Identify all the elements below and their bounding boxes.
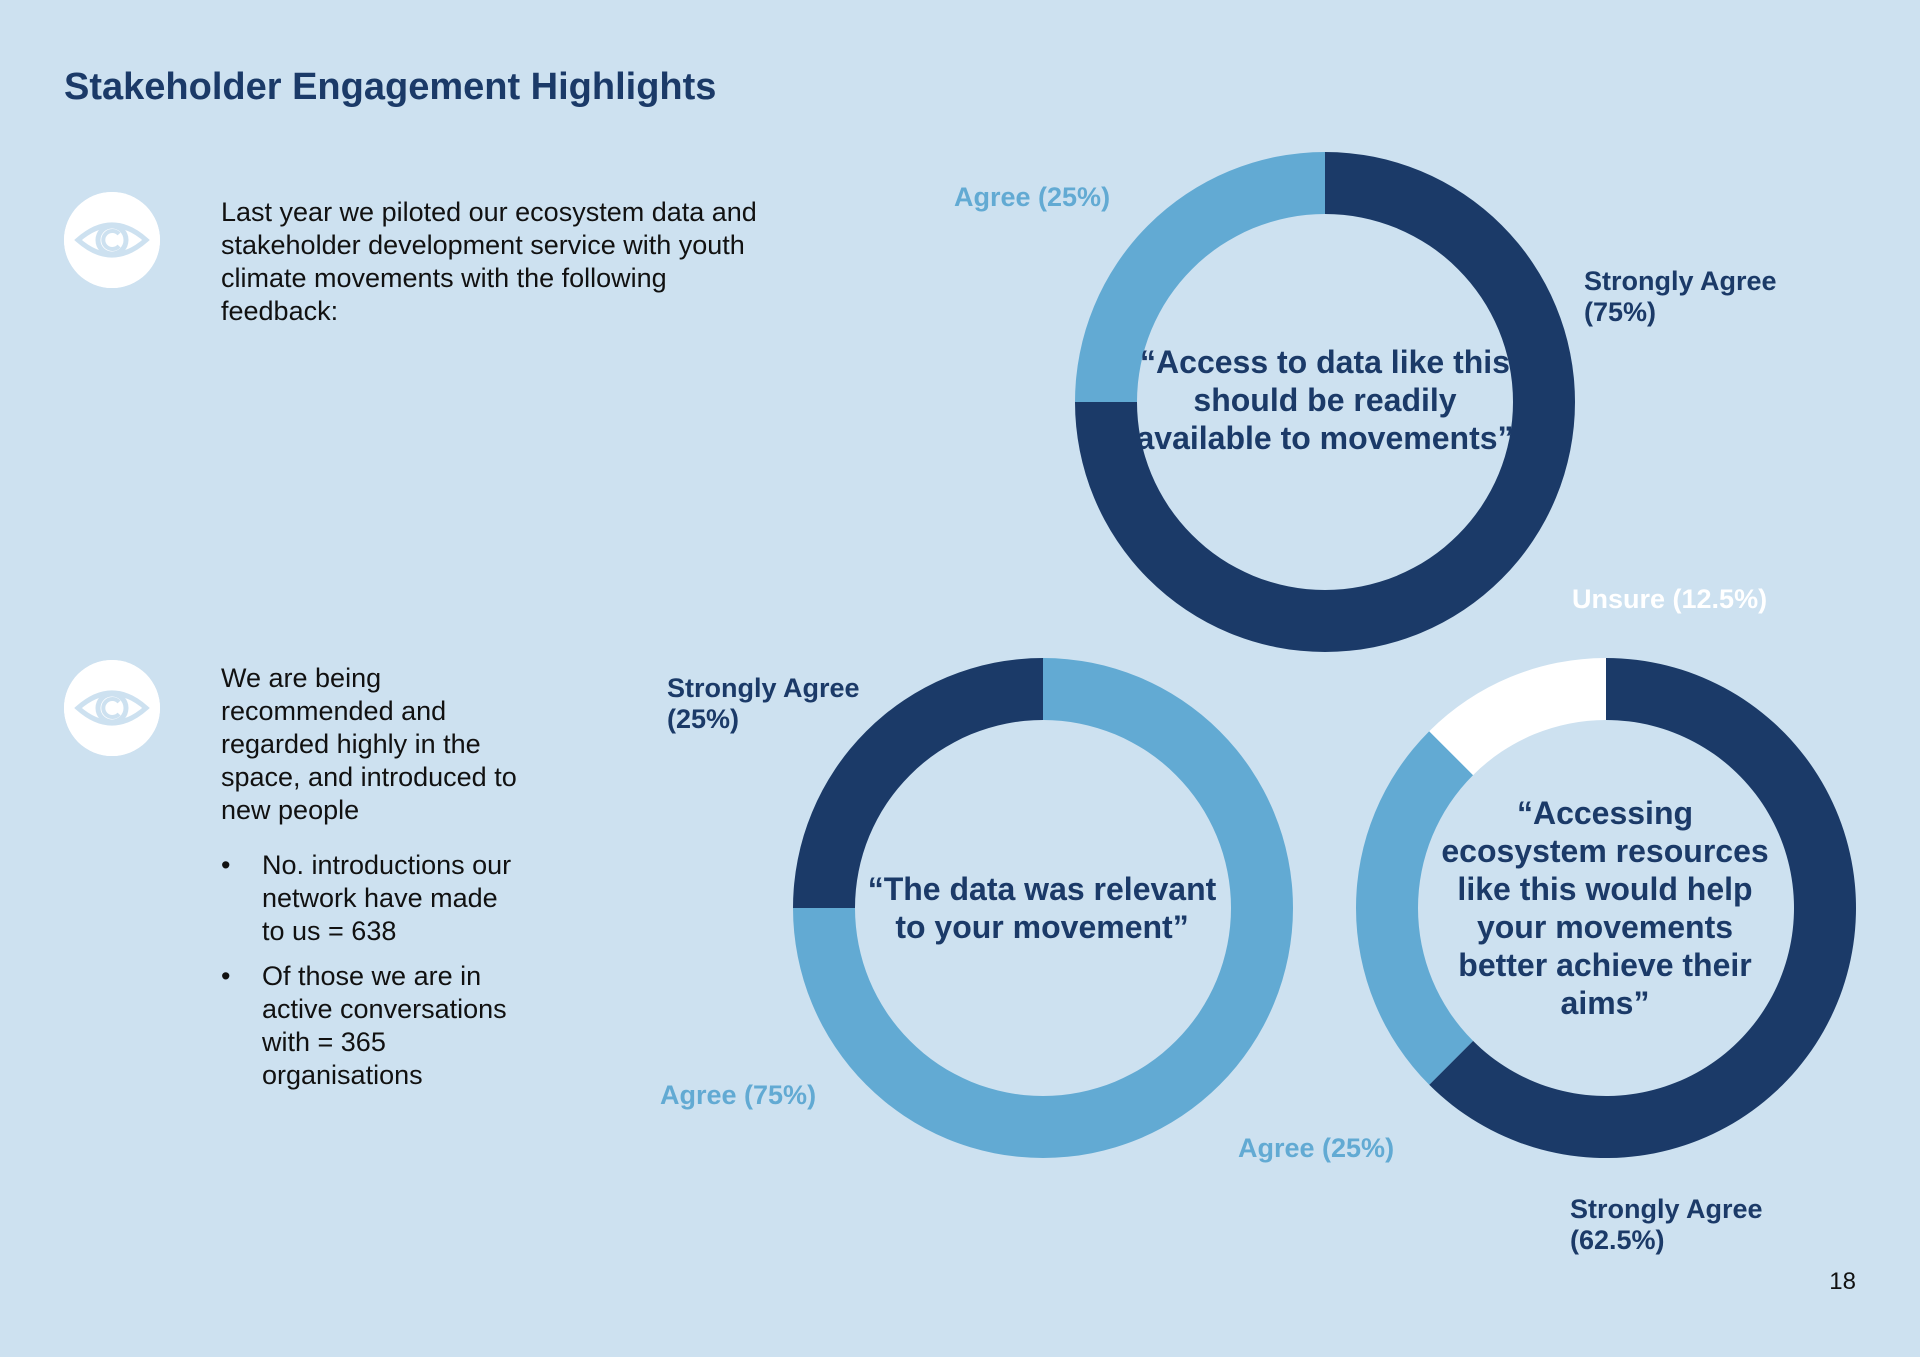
donut-slice bbox=[1355, 731, 1474, 1085]
chart-3-label-unsure: Unsure (12.5%) bbox=[1572, 584, 1768, 614]
recommend-text: We are being recommended and regarded hi… bbox=[221, 663, 517, 825]
intro-text-block: Last year we piloted our ecosystem data … bbox=[221, 196, 791, 328]
chart-3-label-strongly-agree: Strongly Agree (62.5%) bbox=[1570, 1194, 1763, 1255]
page-title: Stakeholder Engagement Highlights bbox=[64, 66, 717, 108]
chart-3-quote: “Accessing ecosystem resources like this… bbox=[1441, 795, 1769, 1021]
stats-list: No. introductions our network have made … bbox=[221, 849, 521, 1092]
donut-slice bbox=[1075, 152, 1325, 402]
chart-3-label-agree: Agree (25%) bbox=[1238, 1133, 1395, 1163]
list-item: No. introductions our network have made … bbox=[221, 849, 521, 948]
recommend-text-block: We are being recommended and regarded hi… bbox=[221, 662, 521, 1104]
list-item: Of those we are in active conversations … bbox=[221, 960, 521, 1092]
donut-chart-data-relevant bbox=[793, 658, 1293, 1158]
donut-slice bbox=[1429, 658, 1857, 1159]
page-number: 18 bbox=[1829, 1268, 1856, 1295]
intro-text: Last year we piloted our ecosystem data … bbox=[221, 197, 757, 326]
chart-2-quote: “The data was relevant to your movement” bbox=[867, 871, 1217, 945]
eye-logo-icon bbox=[64, 192, 160, 288]
chart-2-label-agree: Agree (75%) bbox=[660, 1080, 817, 1110]
donut-slice bbox=[793, 658, 1043, 908]
chart-1-label-agree: Agree (25%) bbox=[954, 182, 1111, 212]
eye-logo-icon bbox=[64, 660, 160, 756]
chart-2-label-strongly-agree: Strongly Agree (25%) bbox=[667, 673, 860, 734]
donut-slice bbox=[1429, 658, 1606, 776]
donut-chart-access-to-data bbox=[1075, 152, 1575, 652]
donut-chart-ecosystem-resources bbox=[1355, 658, 1857, 1159]
chart-1-label-strongly-agree: Strongly Agree (75%) bbox=[1584, 266, 1777, 327]
chart-1-quote: “Access to data like this should be read… bbox=[1136, 344, 1514, 456]
